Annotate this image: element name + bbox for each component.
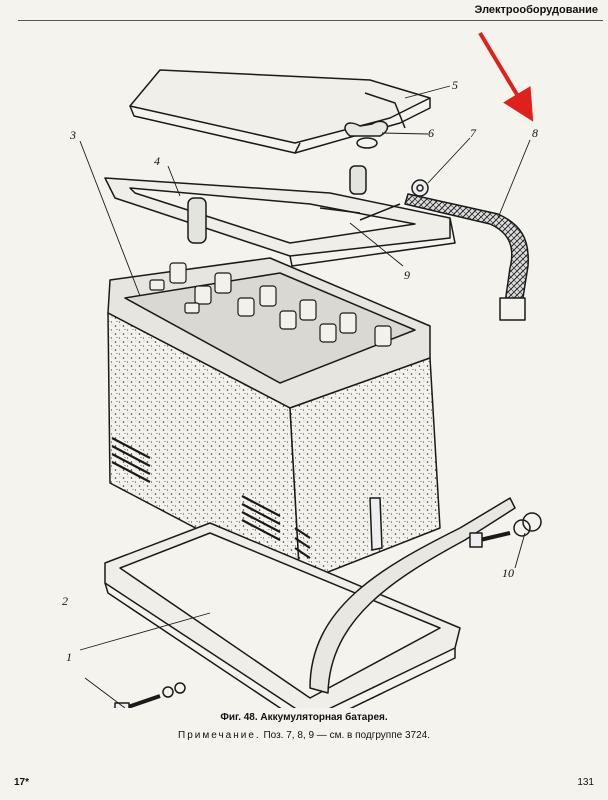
callout-7: 7 xyxy=(470,126,476,140)
red-arrow xyxy=(478,31,534,122)
note-label: Примечание. xyxy=(178,730,261,741)
side-ribs xyxy=(111,437,311,559)
callout-10: 10 xyxy=(502,566,514,580)
callout-8: 8 xyxy=(532,126,538,140)
battery-strap xyxy=(404,193,529,321)
callout-1: 1 xyxy=(66,650,72,664)
running-head: Электрооборудование xyxy=(474,4,598,16)
battery-tray xyxy=(104,522,461,708)
caption-title: Фиг. 48. Аккумуляторная батарея. xyxy=(220,712,388,723)
callout-3: 3 xyxy=(70,128,76,142)
caption-note: Примечание. Поз. 7, 8, 9 — см. в подгруп… xyxy=(0,730,608,741)
battery-exploded-diagram xyxy=(79,31,542,708)
hex-nut xyxy=(411,179,429,197)
tray-bracket xyxy=(309,497,516,694)
bolt xyxy=(114,682,186,708)
bolt-and-washers xyxy=(469,512,542,548)
callout-5: 5 xyxy=(452,78,458,92)
battery-cover xyxy=(129,69,431,154)
callout-9: 9 xyxy=(404,268,410,282)
battery-terminals xyxy=(149,262,392,347)
callout-2: 2 xyxy=(62,594,68,608)
header-rule xyxy=(18,20,603,21)
callout-6: 6 xyxy=(428,126,434,140)
callout-4: 4 xyxy=(154,154,160,168)
clamp-frame xyxy=(104,165,456,267)
page-number: 131 xyxy=(577,777,594,788)
wing-nut xyxy=(344,120,389,149)
figure-caption: Фиг. 48. Аккумуляторная батарея. xyxy=(0,712,608,723)
leader-lines xyxy=(79,85,531,708)
note-text: Поз. 7, 8, 9 — см. в подгруппе 3724. xyxy=(263,730,430,741)
battery-case xyxy=(107,257,441,584)
signature-mark: 17* xyxy=(14,777,30,788)
